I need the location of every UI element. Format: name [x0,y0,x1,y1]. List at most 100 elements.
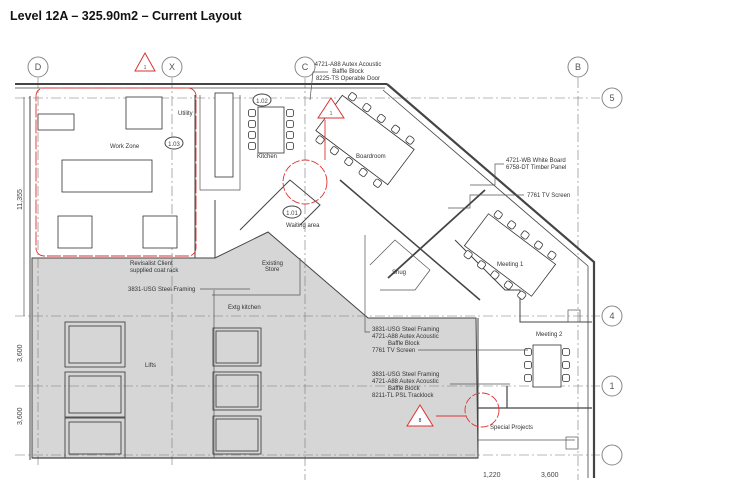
room-tag: 1.01 [286,211,298,217]
annotation-line: 4721-A88 Autex Acoustic [372,379,439,385]
room-label-kitchen: Kitchen [257,154,277,160]
plan-title: Level 12A – 325.90m2 – Current Layout [10,9,242,23]
room-label-utility: Utility [178,111,193,117]
chair [347,92,357,102]
dimension-label: 11,355 [17,189,24,210]
dimension-label: 1,220 [483,472,501,479]
desk [125,96,163,130]
chair [524,361,532,369]
dimension-label: 3,600 [541,472,559,479]
annotations: 4721-A88 Autex Acoustic Baffle Block 822… [128,62,570,399]
chair [547,250,557,260]
desk [61,159,153,193]
chair [562,374,570,382]
annotation-line: 3831-USG Steel Framing [372,327,439,333]
room-label-boardroom: Boardroom [356,154,386,160]
chair [286,120,294,128]
annotation-line: Baffle Block [388,341,421,347]
annotation-line: 8211-TL PSL Tracklock [372,393,434,399]
dimension-label: 3,600 [17,344,24,362]
room-label-meeting-2: Meeting 2 [536,332,563,338]
desk [37,113,75,131]
room-tag: 1.02 [256,99,268,105]
annotation-line: Revisalist Client [130,261,173,267]
chair [376,113,386,123]
grid-lines [15,78,600,480]
grid-bubble-c: C [302,62,309,72]
chair [503,280,513,290]
grid-bubble-4: 4 [609,311,614,321]
chair [248,131,256,139]
revision-tag: 1 [330,111,333,117]
meeting1-table [463,213,557,297]
room-label-special-projects: Special Projects [490,425,533,431]
revision-triangles: 1 1 8 [134,51,434,427]
grid-bubble-5: 5 [609,93,614,103]
room-labels: Utility Work Zone Kitchen Boardroom Wait… [110,111,563,431]
chair [248,109,256,117]
chairs [248,92,570,382]
interior-walls [194,95,592,458]
grid-bubble-x: X [169,62,175,72]
chair [562,361,570,369]
grid-bubble-1: 1 [609,381,614,391]
meeting2-table [532,344,562,388]
annotation-line: supplied coat rack [130,268,179,274]
desk [57,215,93,249]
room-label-extg-kitchen: Extg kitchen [228,305,261,311]
chair [524,374,532,382]
annotation-line: 7761 TV Screen [372,348,415,354]
chair [362,103,372,113]
chair [517,290,527,300]
annotation-line: 3831-USG Steel Framing [372,372,439,378]
annotation-line: 8225-TS Operable Door [316,76,380,82]
chair [391,124,401,134]
chair [405,135,415,145]
room-label-snug: Snug [392,270,406,276]
chair [286,131,294,139]
room-label-existing-store-2: Store [265,267,280,273]
chair [490,270,500,280]
chair [477,260,487,270]
annotation-line: Baffle Block [332,69,365,75]
room-label-meeting-1: Meeting 1 [497,262,524,268]
room-label-existing-store: Existing [262,261,283,267]
kitchen-table [257,106,285,154]
chair [524,348,532,356]
chair [344,157,354,167]
revision-tag: 8 [419,418,422,424]
chair [533,240,543,250]
dimensions: 11,355 3,600 3,600 1,220 3,600 [17,97,559,479]
room-tags: 1.02 1.03 1.01 [164,93,302,219]
annotation-line: 4721-A88 Autex Acoustic [315,62,382,68]
annotation-line: 4721-A88 Autex Acoustic [372,334,439,340]
chair [493,210,503,220]
chair [248,142,256,150]
annotation-line: 6758-DT Timber Panel [506,165,566,171]
chair [507,220,517,230]
grid-bubble-d: D [35,62,42,72]
chair [562,348,570,356]
chair [248,120,256,128]
chair [358,167,368,177]
chair [520,230,530,240]
chair [286,109,294,117]
annotation-line: 4721-WB White Board [506,158,566,164]
chair [463,250,473,260]
room-label-lifts: Lifts [145,363,156,369]
chair [315,135,325,145]
annotation-line: Baffle Block [388,386,421,392]
room-label-work-zone: Work Zone [110,144,140,150]
grid-bubble-b: B [575,62,581,72]
annotation-tv-screen: 7761 TV Screen [527,193,570,199]
dimension-label: 3,600 [17,407,24,425]
lifts [64,321,262,459]
room-label-waiting-area: Waiting area [286,223,320,229]
chair [373,178,383,188]
chair [286,142,294,150]
revision-clouds [35,87,500,428]
kitchen-bench [214,92,234,178]
revision-tag: 1 [144,65,147,71]
grid-bubbles: D X C B 5 4 1 [27,56,623,466]
